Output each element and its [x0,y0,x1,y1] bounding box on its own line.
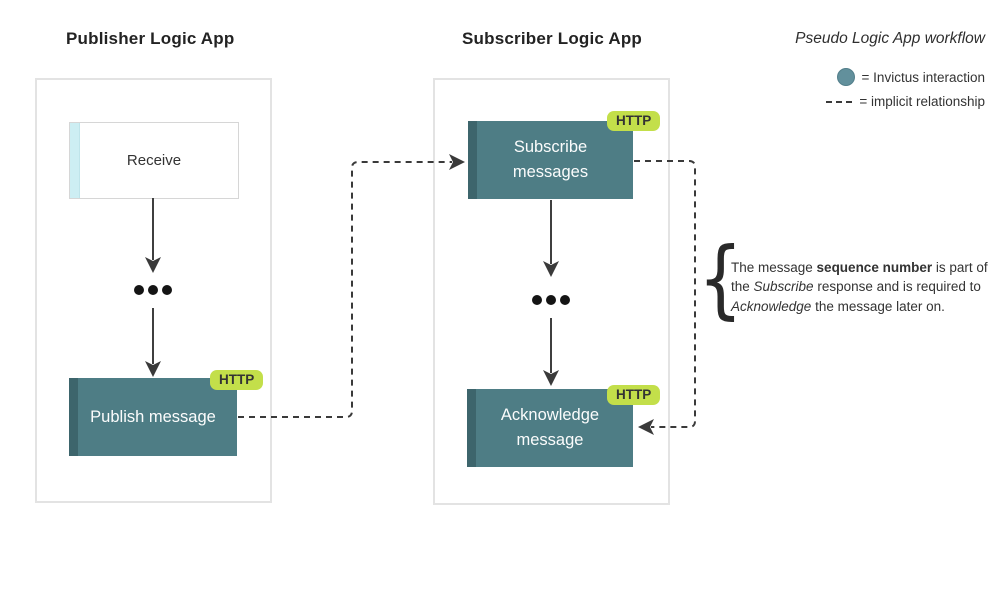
publish-step-label: Publish message [90,407,216,426]
subscribe-step-accent [468,121,477,199]
acknowledge-message-step: Acknowledge message [467,389,633,467]
subscribe-step-label: Subscribe messages [512,138,589,181]
http-badge-subscribe: HTTP [607,111,661,131]
subscribe-messages-step: Subscribe messages [468,121,633,199]
receive-step-accent [70,123,80,198]
legend-implicit-label: = implicit relationship [859,94,985,109]
legend-title: Pseudo Logic App workflow [795,30,985,47]
note-segment-italic: Acknowledge [731,298,812,314]
subscriber-title: Subscriber Logic App [462,29,643,48]
publisher-title: Publisher Logic App [66,29,235,48]
note-segment: is part of the [731,259,988,295]
note-segment: response and is required to [813,279,981,294]
publish-step-accent [69,378,78,456]
legend: Pseudo Logic App workflow = Invictus int… [795,30,985,117]
acknowledge-step-label: Acknowledge message [500,406,600,449]
curly-brace: { [698,229,743,329]
acknowledge-step-accent [467,389,476,467]
invictus-circle-icon [836,68,855,86]
annotation-note: The message sequence number is part of t… [731,258,993,317]
note-segment-italic: Subscribe [753,279,814,294]
legend-invictus-label: = Invictus interaction [861,69,985,85]
http-badge-publish: HTTP [210,370,264,390]
http-badge-acknowledge: HTTP [607,385,661,405]
receive-step: Receive [69,122,239,199]
legend-item-implicit: = implicit relationship [826,94,985,109]
dashed-line-icon [826,100,853,103]
receive-step-label: Receive [126,152,182,169]
note-segment-bold: sequence number [816,259,933,275]
legend-item-invictus: = Invictus interaction [836,68,985,86]
note-segment: the message later on. [811,298,945,314]
note-segment: The message [731,259,817,275]
publish-message-step: Publish message [69,378,237,456]
